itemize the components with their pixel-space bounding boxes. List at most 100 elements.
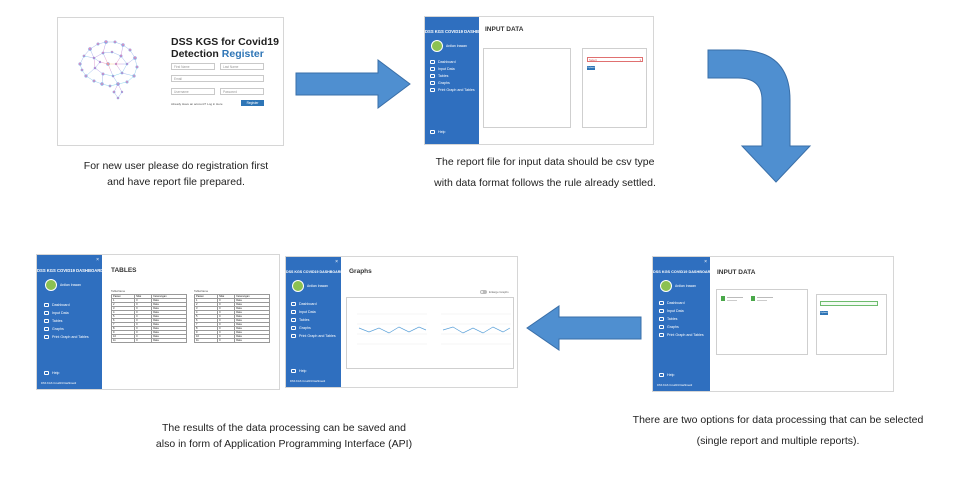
caption-step1: For new user please do registration firs…: [66, 158, 286, 191]
register-title-line2: Detection Register: [171, 48, 279, 60]
graph-panel: [346, 297, 514, 369]
chevron-down-icon: ▾: [639, 58, 641, 62]
file-name-line: [727, 300, 737, 301]
page-title: INPUT DATA: [717, 269, 756, 276]
sidebar-item-tables[interactable]: Tables: [430, 74, 479, 78]
sidebar-item-label: Input Data: [52, 311, 69, 315]
input-icon: [44, 311, 49, 315]
print-icon: [659, 333, 664, 337]
sidebar-nav: Dashboard Input Data Tables Graphs Print…: [430, 60, 479, 92]
email-field[interactable]: Email: [171, 75, 264, 82]
table-cell: 0: [134, 338, 153, 343]
sidebar-item-label: Print Graph and Tables: [667, 333, 704, 337]
sidebar-title: DSS KGS COVID19 DASHBOARD: [37, 268, 104, 273]
sidebar-footer: DSS KGS Covid19 Dashboard: [657, 384, 693, 387]
close-icon[interactable]: ×: [96, 257, 99, 263]
user-name: Ardian Irawan: [446, 44, 467, 48]
last-name-field[interactable]: Last Name: [220, 63, 264, 70]
toggle-switch[interactable]: [480, 290, 487, 294]
sidebar-item-tables[interactable]: Tables: [291, 318, 341, 322]
sidebar-item-label: Help: [299, 369, 307, 373]
sidebar-item-graphs[interactable]: Graphs: [659, 325, 710, 329]
caption-line: also in form of Application Programming …: [155, 438, 413, 451]
sidebar-item-tables[interactable]: Tables: [659, 317, 710, 321]
help-icon: [44, 371, 49, 375]
sidebar-item-input-data[interactable]: Input Data: [44, 311, 102, 315]
sidebar-item-label: Tables: [438, 74, 449, 78]
upload-button[interactable]: Upload: [587, 66, 595, 70]
login-link[interactable]: Already Have an account? Log in Here: [171, 102, 223, 106]
sidebar-footer: DSS KGS Covid19 Dashboard: [41, 382, 77, 385]
caption-line: and have report file prepared.: [107, 176, 245, 189]
sidebar-item-print[interactable]: Print Graph and Tables: [430, 88, 479, 92]
user-name: Ardian Irawan: [307, 284, 328, 288]
sidebar-item-help[interactable]: Help: [430, 130, 445, 134]
dropdown-value: Select: [589, 58, 597, 62]
register-title-line1: DSS KGS for Covid19: [171, 36, 279, 48]
graph-icon: [430, 81, 435, 85]
user-profile[interactable]: Ardian Irawan: [45, 279, 102, 291]
sidebar-item-tables[interactable]: Tables: [44, 319, 102, 323]
graphs-screenshot: × DSS KGS COVID19 DASHBOARD Ardian Irawa…: [285, 256, 518, 388]
file-select-dropdown[interactable]: Select ▾: [587, 57, 643, 62]
page-title: Graphs: [349, 268, 372, 275]
sidebar-item-help[interactable]: Help: [291, 369, 306, 373]
table-cell: Data: [151, 338, 187, 343]
help-icon: [659, 373, 664, 377]
user-profile[interactable]: Ardian Irawan: [660, 280, 710, 292]
avatar: [431, 40, 443, 52]
avatar: [660, 280, 672, 292]
sidebar-item-label: Input Data: [438, 67, 455, 71]
sidebar-item-graphs[interactable]: Graphs: [44, 327, 102, 331]
sidebar-item-input-data[interactable]: Input Data: [659, 309, 710, 313]
sidebar-item-dashboard[interactable]: Dashboard: [430, 60, 479, 64]
app-sidebar: × DSS KGS COVID19 DASHBOARD Ardian Irawa…: [286, 257, 343, 387]
table-icon: [44, 319, 49, 323]
close-icon[interactable]: ×: [335, 259, 338, 265]
sidebar-item-dashboard[interactable]: Dashboard: [291, 302, 341, 306]
username-field[interactable]: Username: [171, 88, 215, 95]
dashboard-icon: [659, 301, 664, 305]
upload-button[interactable]: Upload: [820, 311, 828, 315]
first-name-field[interactable]: First Name: [171, 63, 215, 70]
sidebar-item-help[interactable]: Help: [659, 373, 674, 377]
sidebar-item-dashboard[interactable]: Dashboard: [659, 301, 710, 305]
register-button[interactable]: Register: [241, 100, 264, 106]
sidebar-item-print[interactable]: Print Graph and Tables: [44, 335, 102, 339]
sidebar-item-input-data[interactable]: Input Data: [430, 67, 479, 71]
sidebar-item-label: Help: [667, 373, 675, 377]
table-cell: 0: [217, 338, 236, 343]
sidebar-item-help[interactable]: Help: [44, 371, 59, 375]
sidebar-item-label: Graphs: [438, 81, 450, 85]
user-profile[interactable]: Ardian Irawan: [292, 280, 341, 292]
upload-panel: Select ▾ Upload: [582, 48, 647, 128]
table-cell: 11: [193, 338, 219, 343]
enlarge-toggle[interactable]: Enlarge Graphs: [480, 290, 509, 294]
file-input[interactable]: [820, 301, 878, 306]
user-profile[interactable]: Ardian Irawan: [431, 40, 479, 52]
sidebar-item-label: Graphs: [667, 325, 679, 329]
table-cell: Data: [234, 338, 270, 343]
sidebar-item-input-data[interactable]: Input Data: [291, 310, 341, 314]
sidebar-item-label: Dashboard: [299, 302, 317, 306]
sidebar-item-graphs[interactable]: Graphs: [430, 81, 479, 85]
sidebar-item-label: Tables: [52, 319, 63, 323]
sidebar-item-dashboard[interactable]: Dashboard: [44, 303, 102, 307]
register-title: DSS KGS for Covid19 Detection Register: [171, 36, 279, 60]
page-title: INPUT DATA: [485, 26, 524, 33]
avatar: [45, 279, 57, 291]
sidebar-item-graphs[interactable]: Graphs: [291, 326, 341, 330]
close-icon[interactable]: ×: [704, 259, 707, 265]
user-name: Ardian Irawan: [60, 283, 81, 287]
sidebar-nav: Dashboard Input Data Tables Graphs Print…: [291, 302, 341, 338]
file-icon: [751, 296, 755, 301]
upload-panel: Upload: [816, 294, 887, 355]
sidebar-item-print[interactable]: Print Graph and Tables: [659, 333, 710, 337]
sidebar-item-print[interactable]: Print Graph and Tables: [291, 334, 341, 338]
password-field[interactable]: Password: [220, 88, 264, 95]
sidebar-item-label: Dashboard: [667, 301, 685, 305]
